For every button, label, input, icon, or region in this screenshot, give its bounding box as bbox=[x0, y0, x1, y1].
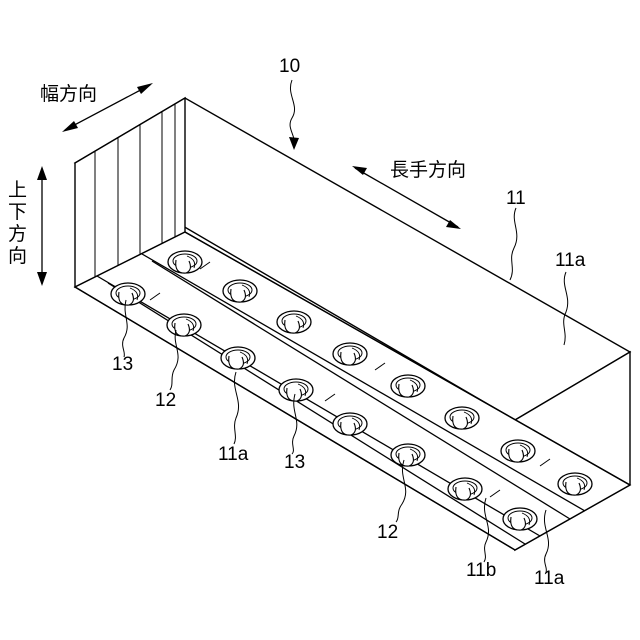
label-width-direction: 幅方向 bbox=[40, 83, 97, 105]
cup bbox=[221, 347, 255, 369]
cup bbox=[391, 444, 425, 466]
label-vertical-3: 方 bbox=[8, 223, 27, 245]
label-10: 10 bbox=[279, 56, 300, 77]
label-11: 11 bbox=[506, 188, 526, 209]
cup bbox=[277, 311, 311, 333]
cup bbox=[501, 440, 535, 462]
leader-11 bbox=[510, 208, 517, 280]
cup bbox=[448, 478, 482, 500]
cup bbox=[391, 375, 425, 397]
label-11a-mid: 11a bbox=[218, 444, 249, 465]
label-12-b: 12 bbox=[377, 522, 398, 543]
leader-10 bbox=[290, 80, 294, 145]
label-13-b: 13 bbox=[284, 452, 305, 473]
cup bbox=[223, 280, 257, 302]
leader-10-arrowhead bbox=[289, 137, 299, 150]
label-13-a: 13 bbox=[112, 354, 133, 375]
cup bbox=[333, 413, 367, 435]
cup bbox=[167, 314, 201, 336]
cup bbox=[111, 283, 145, 305]
label-vertical-1: 上 bbox=[8, 179, 27, 201]
cup bbox=[558, 473, 592, 495]
vertical-direction-arrow bbox=[37, 166, 47, 286]
cup bbox=[279, 379, 313, 401]
label-11a-bottom: 11a bbox=[534, 568, 565, 589]
label-12-a: 12 bbox=[155, 390, 176, 411]
cup bbox=[503, 508, 537, 530]
cup bbox=[445, 407, 479, 429]
label-vertical-4: 向 bbox=[8, 245, 27, 267]
label-vertical-2: 下 bbox=[8, 201, 27, 223]
label-11b: 11b bbox=[466, 560, 496, 581]
label-11a-right: 11a bbox=[555, 250, 586, 271]
cup bbox=[168, 251, 202, 273]
label-longitudinal-direction: 長手方向 bbox=[390, 159, 466, 181]
cup bbox=[333, 343, 367, 365]
